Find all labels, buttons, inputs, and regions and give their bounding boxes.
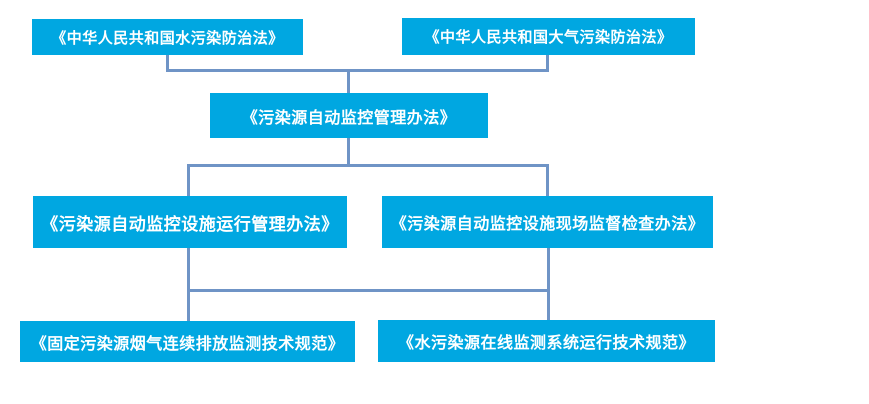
connector-specs-crossbar — [187, 289, 550, 292]
flowchart-node-air-pollution-law: 《中华人民共和国大气污染防治法》 — [402, 18, 695, 55]
connector-water-law-drop — [166, 55, 169, 72]
connector-right-measure-drop — [546, 166, 549, 196]
flowchart-node-onsite-inspection-measures: 《污染源自动监控设施现场监督检查办法》 — [382, 196, 713, 248]
connector-from-middle-measure — [347, 138, 350, 166]
flowchart-node-flue-gas-cems-spec: 《固定污染源烟气连续排放监测技术规范》 — [20, 321, 355, 362]
connector-right-spec-drop — [547, 248, 550, 320]
flowchart-node-water-pollution-law: 《中华人民共和国水污染防治法》 — [32, 19, 303, 55]
connector-left-spec-drop — [187, 248, 190, 321]
connector-air-law-drop — [546, 55, 549, 72]
connector-laws-horizontal — [166, 69, 549, 72]
connector-left-measure-drop — [187, 166, 190, 196]
connector-to-middle-measure — [347, 71, 350, 93]
connector-measures-horizontal — [187, 164, 549, 167]
flowchart-node-auto-monitoring-measures: 《污染源自动监控管理办法》 — [210, 93, 488, 138]
flowchart-node-water-online-monitoring-spec: 《水污染源在线监测系统运行技术规范》 — [378, 320, 715, 362]
flowchart-node-facility-operation-measures: 《污染源自动监控设施运行管理办法》 — [33, 196, 347, 248]
